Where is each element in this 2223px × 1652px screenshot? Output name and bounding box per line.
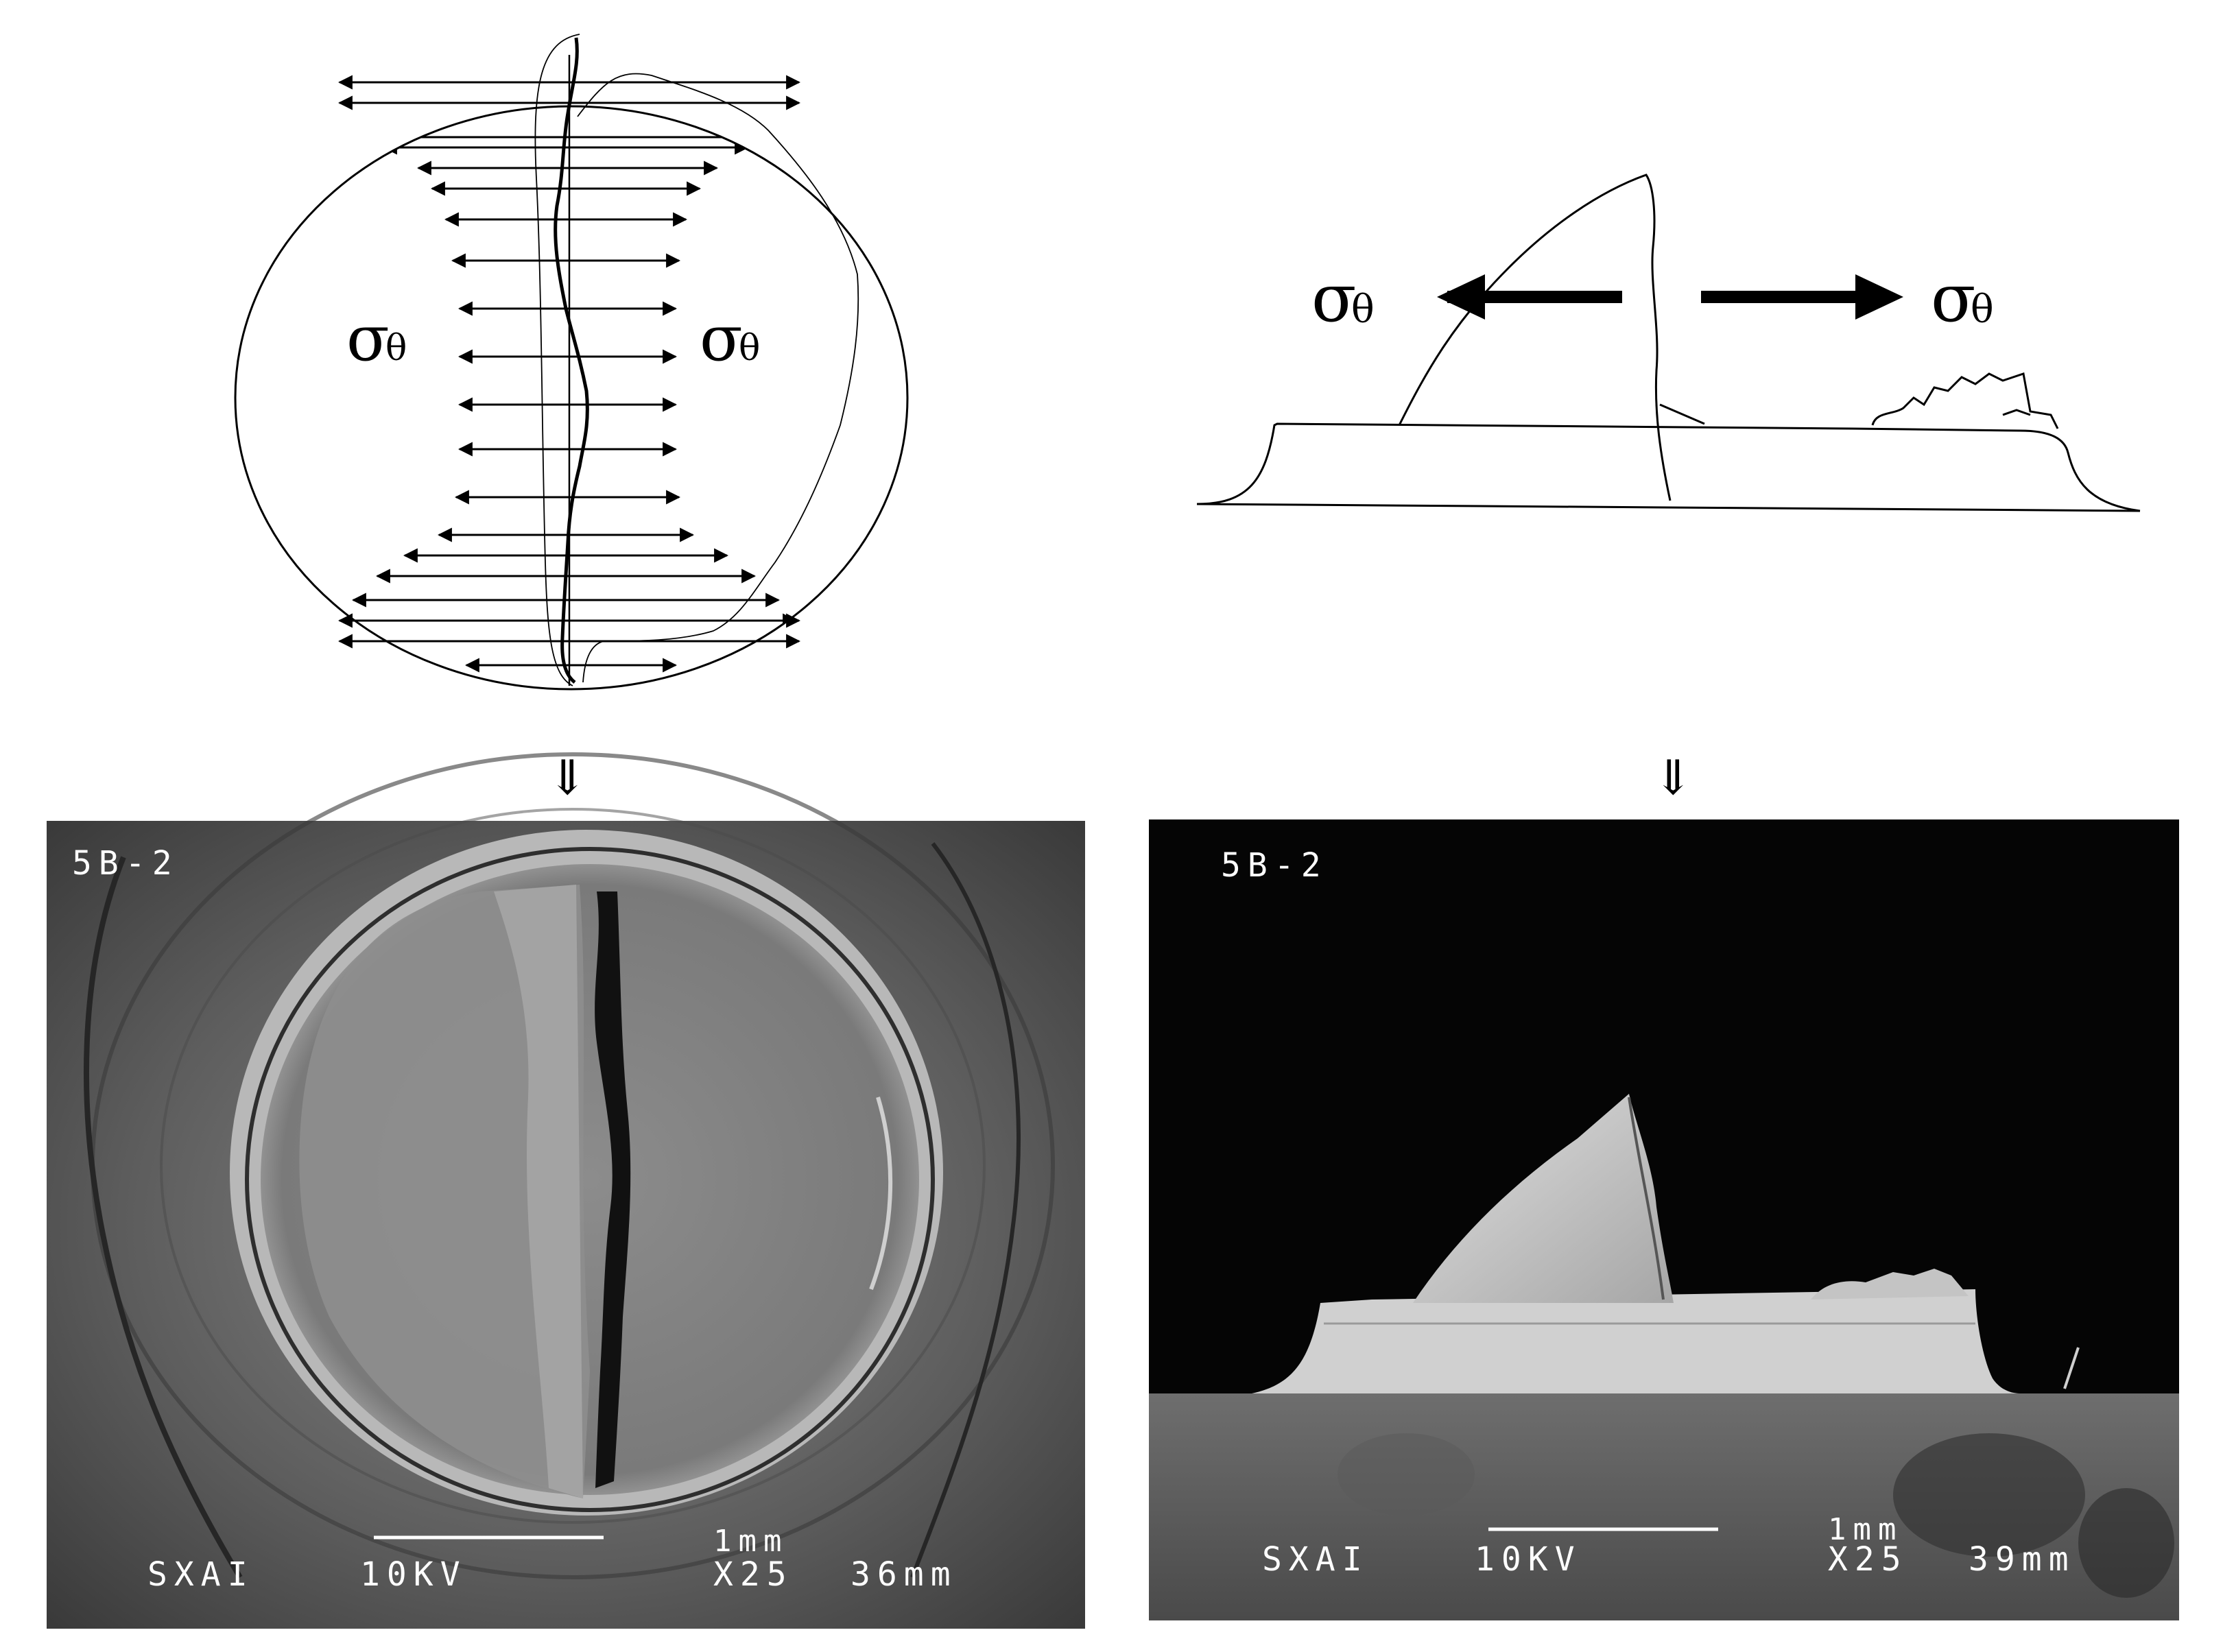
arrow-left-head xyxy=(1437,274,1485,320)
plateau-profile xyxy=(1196,422,2141,512)
sigma-left-label: σ xyxy=(346,302,390,375)
arrow-right-head xyxy=(1855,274,1903,320)
crack-outline-thin xyxy=(534,34,580,686)
fin-profile xyxy=(1398,173,1672,501)
voltage-right: 10KV xyxy=(1475,1540,1582,1579)
crack-path xyxy=(554,37,589,684)
instrument-right: SXAI xyxy=(1262,1540,1369,1579)
magnification-right: X25 xyxy=(1828,1540,1908,1579)
magnification-left: X25 xyxy=(713,1555,794,1594)
down-arrow-left: ⇓ xyxy=(547,750,588,806)
sigma-left-subscript-r: θ xyxy=(1351,287,1375,332)
down-arrow-right: ⇓ xyxy=(1653,750,1693,806)
fin-root xyxy=(1659,403,1705,425)
debris-photo xyxy=(1811,1269,1969,1300)
instrument-left: SXAI xyxy=(147,1555,254,1594)
flap-outline xyxy=(577,73,859,683)
voltage-left: 10KV xyxy=(360,1555,467,1594)
sample-id-right: 5B-2 xyxy=(1221,846,1328,885)
plateau-photo xyxy=(1252,1289,2020,1393)
left-schematic: σ θ σ θ xyxy=(234,34,909,691)
disk-outline xyxy=(234,105,909,691)
scale-label-left: 1mm xyxy=(713,1524,788,1559)
debris-profile xyxy=(1871,372,2059,429)
scale-label-right: 1mm xyxy=(1828,1512,1903,1547)
baseline xyxy=(1196,503,2141,512)
sigma-right-label: σ xyxy=(700,302,743,375)
fin-photo xyxy=(1413,1094,1674,1303)
micrograph-right: 5B-2 1mm SXAI 10KV X25 39mm xyxy=(1149,819,2179,1620)
sample-id-left: 5B-2 xyxy=(72,844,179,883)
right-schematic xyxy=(1196,173,2141,512)
crack-dark xyxy=(595,891,631,1488)
working-distance-right: 39mm xyxy=(1969,1540,2076,1579)
sigma-left-label-r: σ xyxy=(1311,260,1357,337)
working-distance-left: 36mm xyxy=(851,1555,958,1594)
sigma-right-subscript: θ xyxy=(739,328,760,369)
sigma-right-label-r: σ xyxy=(1931,260,1976,337)
micrograph-left: 5B-2 1mm SXAI 10KV X25 36mm xyxy=(47,752,1085,1629)
sigma-right-subscript-r: θ xyxy=(1971,287,1994,332)
sigma-left-subscript: θ xyxy=(385,328,407,369)
